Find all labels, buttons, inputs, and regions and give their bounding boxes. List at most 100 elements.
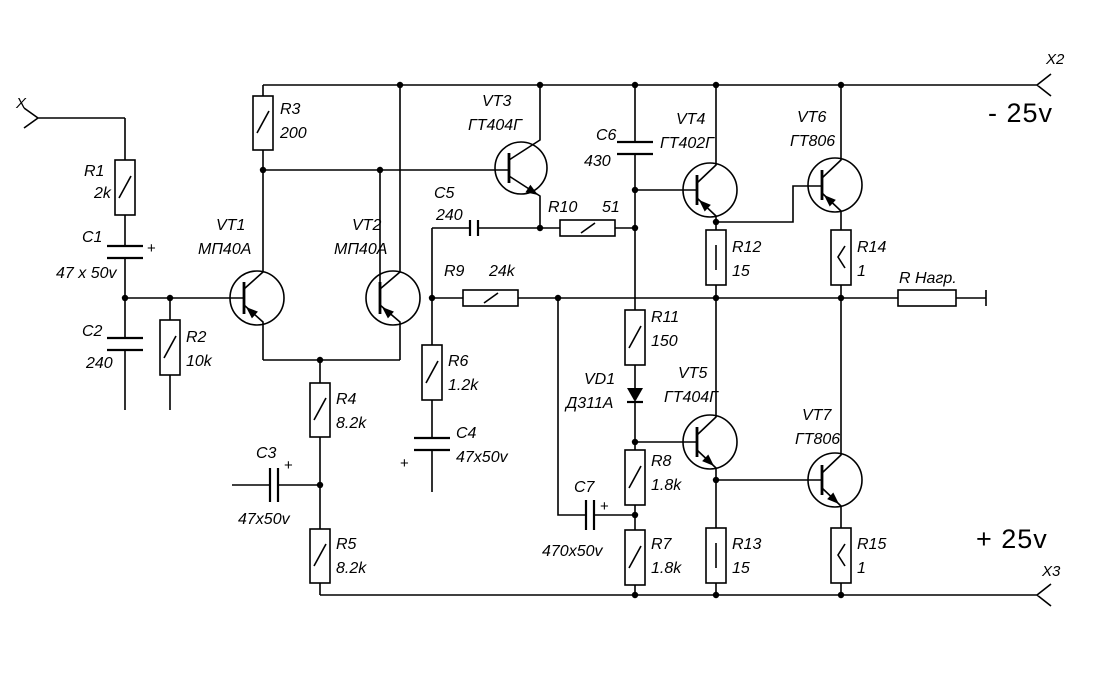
power-mark xyxy=(580,222,596,234)
r12-ref-label: R12 xyxy=(732,239,761,256)
vt2-type-label: МП40А xyxy=(334,241,387,258)
power-mark xyxy=(425,360,439,384)
c4-ref-label: C4 xyxy=(456,425,477,442)
transistor-vt5: VT5 ГТ404Г xyxy=(664,365,738,470)
transistor-body xyxy=(682,414,738,470)
transistor-vt6: VT6 ГТ806 xyxy=(790,109,863,213)
input-terminal-label: X xyxy=(15,95,27,112)
power-mark xyxy=(313,543,327,567)
capacitor-c4: + C4 47x50v xyxy=(400,425,509,472)
r3-value-label: 200 xyxy=(279,125,307,142)
junction-dot xyxy=(166,294,174,302)
vt1-type-label: МП40А xyxy=(198,241,251,258)
r8-ref-label: R8 xyxy=(651,453,672,470)
transistor-body xyxy=(807,157,863,213)
capacitor-c3: + C3 47x50v xyxy=(238,445,293,528)
power-mark xyxy=(483,292,499,304)
resistor-body xyxy=(705,527,727,584)
r10-ref-label: R10 xyxy=(548,199,577,216)
resistor-body xyxy=(830,229,852,286)
capacitor-c5: C5 240 xyxy=(434,185,480,236)
resistor-body xyxy=(114,159,136,216)
transistor-body xyxy=(229,270,285,326)
r4-value-label: 8.2k xyxy=(336,415,367,432)
transistor-vt1: VT1 МП40А xyxy=(198,217,285,326)
resistor-r10: R10 51 xyxy=(548,199,620,237)
vt4-ref-label: VT4 xyxy=(676,111,705,128)
emitter-arrow xyxy=(702,454,714,466)
c6-ref-label: C6 xyxy=(596,127,617,144)
resistor-body xyxy=(624,529,646,586)
vd1-ref-label: VD1 xyxy=(584,371,615,388)
c7-polarity: + xyxy=(600,498,609,515)
c2-ref-label: C2 xyxy=(82,323,103,340)
resistor-body xyxy=(830,527,852,584)
c3-value-label: 47x50v xyxy=(238,511,291,528)
junction-dot xyxy=(121,294,129,302)
r8-value-label: 1.8k xyxy=(651,477,682,494)
transistor-body xyxy=(365,270,421,326)
power-mark xyxy=(628,465,642,489)
junction-dots xyxy=(121,81,845,599)
junction-dot xyxy=(396,81,404,89)
junction-dot xyxy=(712,81,720,89)
resistor-r3: R3 200 xyxy=(252,95,307,151)
r11-value-label: 150 xyxy=(651,333,678,350)
vt7-type-label: ГТ806 xyxy=(795,431,840,448)
load-label: R Нагр. xyxy=(899,270,957,287)
vt1-ref-label: VT1 xyxy=(216,217,245,234)
resistor-r5: R5 8.2k xyxy=(309,528,367,584)
junction-dot xyxy=(631,591,639,599)
emitter-arrow xyxy=(246,307,258,319)
emitter-arrow xyxy=(699,200,711,212)
c1-ref-label: C1 xyxy=(82,229,102,246)
transistor-vt7: VT7 ГТ806 xyxy=(795,407,863,508)
resistor-r8: R8 1.8k xyxy=(624,449,682,506)
r9-ref-label: R9 xyxy=(444,263,465,280)
c4-value-label: 47x50v xyxy=(456,449,509,466)
junction-dot xyxy=(712,476,720,484)
resistor-body xyxy=(462,289,519,307)
vt3-ref-label: VT3 xyxy=(482,93,511,110)
emitter-arrow xyxy=(382,307,394,319)
power-mark xyxy=(313,397,327,421)
r6-value-label: 1.2k xyxy=(448,377,479,394)
junction-dot xyxy=(712,591,720,599)
c1-value-label: 47 x 50v xyxy=(56,265,117,282)
power-mark xyxy=(837,543,846,567)
vt6-type-label: ГТ806 xyxy=(790,133,835,150)
resistor-r9: R9 24k xyxy=(444,263,519,307)
resistor-body xyxy=(309,528,331,584)
r1-ref-label: R1 xyxy=(84,163,104,180)
junction-dot xyxy=(712,294,720,302)
emitter-arrow xyxy=(525,184,538,195)
transistor-body xyxy=(494,141,548,195)
r2-value-label: 10k xyxy=(186,353,213,370)
junction-dot xyxy=(316,356,324,364)
vt4-type-label: ГТ402Г xyxy=(660,135,715,152)
capacitor-c7: + C7 470x50v xyxy=(542,479,609,560)
junction-dot xyxy=(837,591,845,599)
r7-value-label: 1.8k xyxy=(651,560,682,577)
x3-terminal-label: X3 xyxy=(1041,563,1061,580)
c5-value-label: 240 xyxy=(435,207,463,224)
diode-vd1: VD1 Д311А xyxy=(564,371,643,412)
c7-value-label: 470x50v xyxy=(542,543,603,560)
resistor-body xyxy=(624,309,646,366)
vt6-ref-label: VT6 xyxy=(797,109,826,126)
power-mark xyxy=(256,110,270,134)
r14-ref-label: R14 xyxy=(857,239,886,256)
transistor-vt4: VT4 ГТ402Г xyxy=(660,111,738,218)
resistor-r11: R11 150 xyxy=(624,309,679,366)
resistor-r2: R2 10k xyxy=(159,319,213,376)
resistor-r1: R1 2k xyxy=(84,159,136,216)
resistor-r13: R13 15 xyxy=(705,527,761,584)
resistor-body xyxy=(559,219,616,237)
junction-dot xyxy=(259,166,267,174)
diode-triangle xyxy=(627,388,643,402)
resistor-body xyxy=(624,449,646,506)
vt5-ref-label: VT5 xyxy=(678,365,707,382)
r10-value-label: 51 xyxy=(602,199,620,216)
capacitor-c1: + C1 47 x 50v xyxy=(56,229,156,282)
transistor-body xyxy=(682,162,738,218)
